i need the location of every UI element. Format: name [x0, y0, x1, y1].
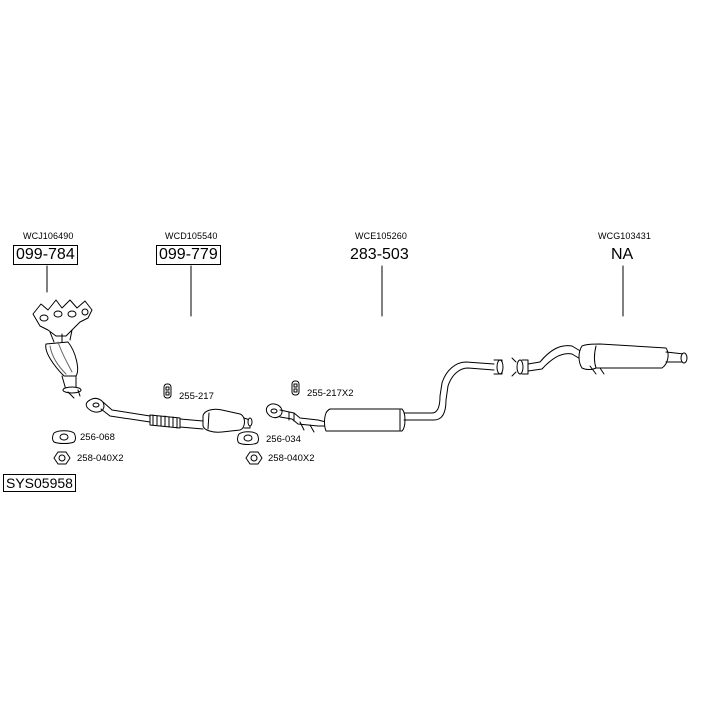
section-code-3: WCE105260 [355, 231, 407, 241]
gasket-icon [237, 431, 259, 445]
rear-silencer[interactable] [511, 343, 688, 377]
section-code-4: WCG103431 [598, 231, 651, 241]
nut-icon [53, 451, 71, 465]
front-pipe[interactable] [85, 397, 253, 433]
rubber-hanger-icon [291, 380, 300, 396]
intermediate-pipe-muffler[interactable] [265, 359, 504, 433]
part-number-4[interactable]: NA [611, 246, 634, 263]
rubber-hanger-icon [163, 383, 172, 399]
system-code-label: SYS05958 [3, 474, 76, 492]
hardware-label-nut-2: 258-040X2 [268, 453, 315, 464]
exhaust-manifold-catalyst[interactable] [32, 299, 93, 399]
section-code-1: WCJ106490 [23, 231, 74, 241]
part-number-3[interactable]: 283-503 [350, 246, 409, 263]
hardware-label-nut-1: 258-040X2 [77, 453, 124, 464]
nut-icon [245, 451, 263, 465]
hardware-label-hanger-2: 255-217X2 [307, 388, 354, 399]
gasket-icon [52, 430, 76, 444]
section-code-2: WCD105540 [165, 231, 218, 241]
hardware-label-gasket-1: 256-068 [80, 432, 115, 443]
hardware-label-hanger-1: 255-217 [179, 391, 214, 402]
part-number-2[interactable]: 099-779 [156, 245, 221, 265]
part-number-1[interactable]: 099-784 [13, 245, 78, 265]
hardware-label-gasket-2: 256-034 [266, 434, 301, 445]
